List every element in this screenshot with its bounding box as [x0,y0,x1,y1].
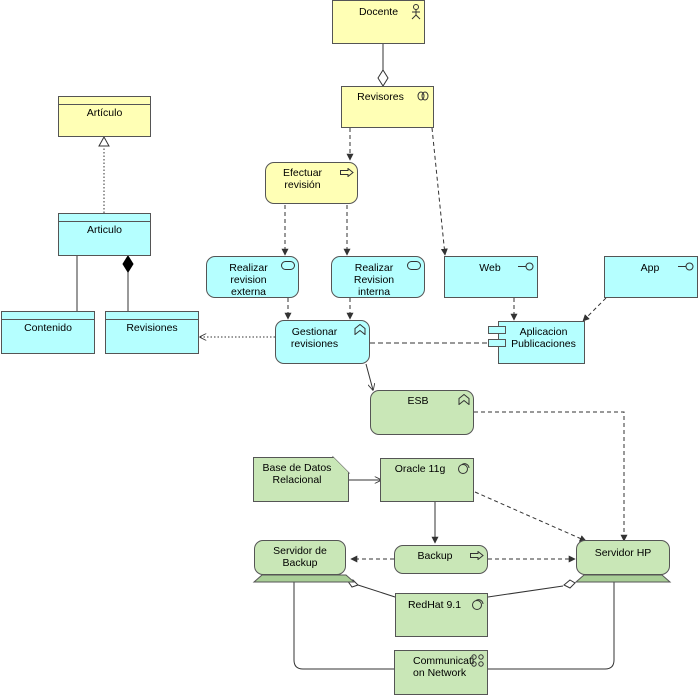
interface-icon [518,262,534,271]
process-arrow-icon [340,168,354,177]
redhat-label: RedHat 9.1 [407,599,462,611]
edge-network-servidorbackup [293,581,394,670]
device-base-servidor-hp [574,574,672,583]
communication-network[interactable]: Communicati on Network [394,650,488,695]
realizar-externa-label: Realizar revision externa [229,262,268,298]
oracle-label: Oracle 11g [394,463,446,475]
network-icon [471,654,484,667]
revisores-node[interactable]: Revisores [341,86,434,128]
aggregation-diamond-right-icon [563,579,576,589]
servidor-backup-label: Servidor de Backup [273,545,327,569]
aplicacion-component[interactable]: Aplicacion Publicaciones [498,321,585,364]
realizar-interna-service[interactable]: Realizar Revision interna [331,256,425,298]
edge-app-aplicacion [582,297,607,322]
app-interface[interactable]: App [604,256,698,298]
realizar-externa-service[interactable]: Realizar revision externa [206,256,299,298]
component-tab-bottom-icon [488,339,506,347]
class-header [2,312,94,320]
edge-oracle-servidorhp [474,491,587,542]
contenido-label: Contenido [24,322,72,334]
class-header [106,312,198,320]
servidor-backup-device[interactable]: Servidor de Backup [254,540,346,575]
docente-label: Docente [358,6,399,18]
realizar-interna-label: Realizar Revision interna [353,262,395,298]
class-header [59,97,150,105]
revisiones-data-object[interactable]: Revisiones [105,311,199,354]
servidor-hp-device[interactable]: Servidor HP [576,540,670,575]
aplicacion-label: Aplicacion Publicaciones [511,326,576,350]
interface-icon [678,262,694,271]
edge-revisores-web [431,127,448,256]
articulo-business-object[interactable]: Artículo [58,96,151,137]
role-icon [417,91,429,101]
gestionar-function[interactable]: Gestionar revisiones [275,320,370,364]
edge-redhat-servidorhp [487,585,564,598]
efectuar-label: Efectuar revisión [282,167,323,191]
edge-gestionar-esb [365,363,373,390]
backup-label: Backup [417,550,453,562]
aggregation-diamond-icon [377,69,389,87]
redhat-system-software[interactable]: RedHat 9.1 [395,593,488,637]
realization-triangle-icon [98,135,110,147]
revisiones-label: Revisiones [126,322,178,334]
esb-technology-function[interactable]: ESB [370,390,474,435]
process-arrow-icon [470,551,484,560]
base-datos-label: Base de Datos Relacional [262,462,332,486]
oracle-system-software[interactable]: Oracle 11g [380,458,474,502]
actor-icon [411,4,421,20]
class-header [59,214,150,222]
servidor-hp-label: Servidor HP [594,547,652,559]
system-software-icon [458,463,470,474]
edge-redhat-servidorbackup [357,584,396,598]
revisores-label: Revisores [357,91,404,103]
component-tab-top-icon [488,326,506,334]
docente-node[interactable]: Docente [332,0,425,44]
base-datos-artifact[interactable]: Base de Datos Relacional [253,457,349,502]
function-icon [458,394,470,405]
articulo-label: Articulo [86,224,122,236]
system-software-icon [472,599,484,610]
efectuar-process[interactable]: Efectuar revisión [265,162,358,204]
web-label: Web [479,262,501,274]
device-base-servidor-backup [252,574,356,583]
contenido-data-object[interactable]: Contenido [1,311,95,354]
communication-label: Communicati on Network [413,655,475,679]
articulo-data-object[interactable]: Articulo [58,213,151,256]
service-icon [407,261,421,270]
composition-diamond-icon [122,255,134,273]
function-icon [354,324,366,335]
edge-esb-servidorhp [474,411,628,542]
backup-process[interactable]: Backup [394,545,488,574]
esb-label: ESB [407,395,429,407]
gestionar-label: Gestionar revisiones [290,326,339,350]
articulo-top-label: Artículo [86,107,123,119]
edge-network-servidorhp [477,581,615,670]
web-interface[interactable]: Web [444,256,538,298]
app-label: App [640,262,660,274]
service-icon [281,261,295,270]
